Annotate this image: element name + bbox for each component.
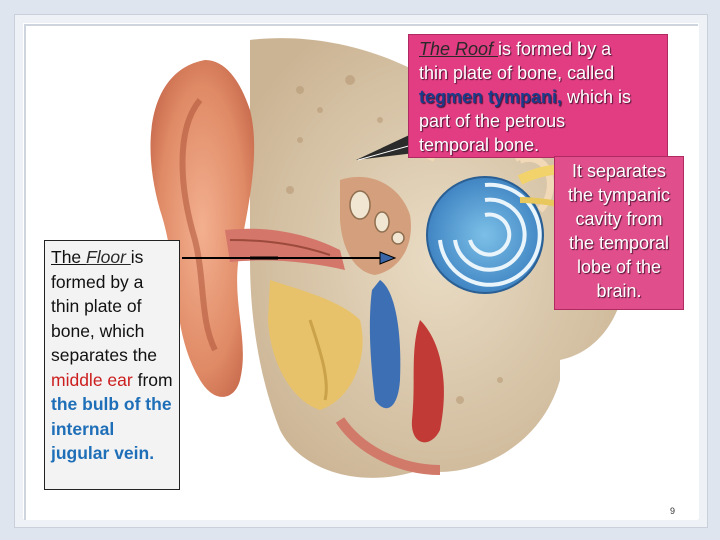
floor-term: Floor: [86, 247, 131, 267]
floor-term-prefix: The: [51, 247, 87, 267]
page-number: 9: [670, 506, 676, 516]
tegmen-tympani-term: tegmen tympani,: [419, 87, 563, 107]
roof-continued-text: It separates the tympanic cavity from th…: [567, 161, 671, 301]
floor-callout: The Floor is formed by a thin plate of b…: [44, 240, 180, 490]
roof-text-1: is formed by a: [498, 39, 612, 59]
floor-arrow-head: [379, 251, 397, 265]
floor-text-1: is formed by a thin plate of bone, which…: [51, 247, 158, 365]
roof-text-5: temporal bone.: [419, 135, 540, 155]
jugular-bulb-term: bulb of the internal jugular vein.: [51, 394, 172, 463]
roof-callout: The Roof is formed by a thin plate of bo…: [408, 34, 668, 158]
ear-canal: [225, 228, 345, 270]
roof-text-4: part of the petrous: [419, 111, 566, 131]
roof-text-2: thin plate of bone, called: [419, 63, 615, 83]
auricle: [150, 60, 255, 397]
carotid-artery: [411, 320, 444, 443]
floor-from: from: [137, 369, 173, 390]
cochlea: [426, 176, 544, 294]
roof-term: The Roof: [419, 39, 499, 59]
roof-text-3: which is: [562, 87, 632, 107]
roof-continued-callout: It separates the tympanic cavity from th…: [554, 156, 684, 310]
jugular-vein: [369, 280, 401, 409]
middle-ear-term: middle ear: [51, 369, 133, 390]
floor-the: the: [51, 394, 78, 414]
soft-tissue: [268, 280, 363, 410]
